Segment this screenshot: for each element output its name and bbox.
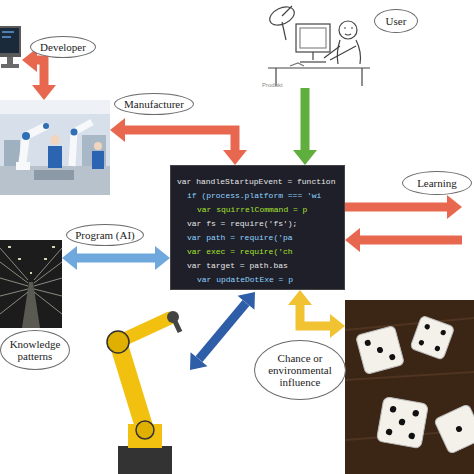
arrow-head bbox=[447, 195, 462, 219]
arrow-head bbox=[293, 150, 317, 165]
block-arrow bbox=[293, 88, 317, 165]
arrow-head bbox=[288, 290, 312, 305]
warehouse-picture bbox=[0, 240, 62, 328]
code-line: var fs = require('fs'); bbox=[177, 217, 340, 231]
monitor-picture bbox=[0, 26, 21, 68]
code-line: var squirrelCommand = p bbox=[177, 203, 340, 217]
robot-arm-picture bbox=[107, 311, 180, 474]
manufacturer-node: Manufacturer bbox=[0, 100, 110, 195]
ellipse-label: User bbox=[374, 9, 418, 33]
dice-picture bbox=[345, 300, 474, 474]
block-arrow bbox=[345, 195, 462, 219]
ellipse-label: Developer bbox=[30, 36, 96, 58]
ellipse-label: Manufacturer bbox=[114, 93, 194, 115]
ellipse-label: Learning bbox=[402, 171, 472, 195]
arrow-shaft bbox=[77, 254, 155, 263]
edge-label: Program (AI) bbox=[66, 224, 144, 246]
code-line: var exec = require('ch bbox=[177, 245, 340, 259]
watermark: Produkt bbox=[262, 82, 283, 88]
arrow-head bbox=[155, 246, 170, 270]
arrow-head bbox=[32, 85, 56, 100]
arrow-head bbox=[62, 246, 77, 270]
robot-link-arrow bbox=[190, 292, 255, 370]
arrow-shaft bbox=[345, 203, 447, 212]
ellipse-label: Chance or environmental influence bbox=[254, 340, 346, 400]
code-line: var updateDotExe = p bbox=[177, 273, 340, 287]
arrow-head bbox=[345, 228, 360, 252]
ellipse-label: Knowledge patterns bbox=[0, 330, 70, 370]
code-line: var handleStartupEvent = function bbox=[177, 175, 340, 189]
block-arrow bbox=[62, 246, 170, 270]
code-line: if (process.platform === 'wi bbox=[177, 189, 340, 203]
block-arrow bbox=[288, 290, 345, 338]
developer-node: Developer bbox=[0, 24, 22, 70]
user-node: User bbox=[262, 0, 372, 88]
arrow-head bbox=[110, 118, 125, 142]
arrow-shaft bbox=[125, 130, 235, 150]
block-arrow bbox=[345, 228, 462, 252]
factory-picture bbox=[0, 100, 110, 195]
arrow-head bbox=[22, 48, 37, 72]
block-arrow bbox=[22, 48, 56, 100]
program-code-box: var handleStartupEvent = functionif (pro… bbox=[170, 165, 345, 290]
learning-node: Learning bbox=[462, 198, 474, 254]
arrow-head bbox=[330, 314, 345, 338]
chance-node: Chance or environmental influence bbox=[345, 300, 474, 474]
arrow-head bbox=[223, 150, 247, 165]
code-line: var target = path.bas bbox=[177, 259, 340, 273]
arrow-shaft bbox=[37, 60, 44, 85]
arrow-shaft bbox=[300, 305, 330, 326]
code-line: var path = require('pa bbox=[177, 231, 340, 245]
block-arrow bbox=[110, 118, 247, 165]
knowledge-node: Knowledge patterns bbox=[0, 240, 62, 328]
arrow-shaft bbox=[301, 88, 310, 150]
user-sketch bbox=[267, 3, 370, 86]
arrow-shaft bbox=[360, 236, 462, 245]
